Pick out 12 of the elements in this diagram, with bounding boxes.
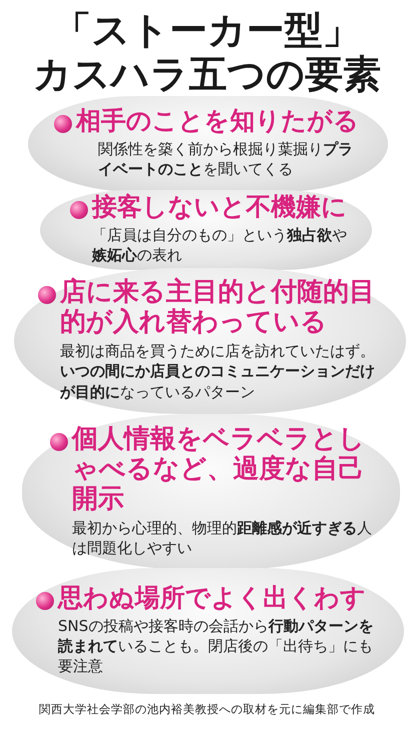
body-text: SNSの投稿や接客時の会話から行動パターンを読まれていることも。閉店後の「出待ち」にも要注意 xyxy=(56,616,374,676)
heading-text: 店に来る主目的と付随的目的が入れ替わっている xyxy=(60,278,376,338)
body-text: 最初から心理的、物理的距離感が近すぎる人は問題化しやすい xyxy=(71,518,373,559)
caption: 関西大学社会学部の池内裕美教授への取材を元に編集部で作成 xyxy=(38,702,376,717)
heading-text: 相手のことを知りたがる xyxy=(76,106,359,136)
heading-text: 思わぬ場所でよく出くわす xyxy=(58,584,366,612)
body-text: 最初は商品を買うために店を訪れていたはず。いつの間にか店員とのコミュニケーションだけが目的になっているパターン xyxy=(59,341,376,402)
body-text: 関係性を築く前から根掘り葉掘りプライベートのことを聞いてくる xyxy=(97,138,354,180)
body-text: 「店員は自分のもの」という独占欲や嫉妬心の表れ xyxy=(90,224,348,266)
heading-text: 個人情報をベラベラとしゃべるなど、過度な自己開示 xyxy=(72,425,366,516)
heading-text: 接客しないと不機嫌に xyxy=(92,192,347,222)
title: 「ストーカー型」カスハラ五つの要素 xyxy=(32,8,382,96)
